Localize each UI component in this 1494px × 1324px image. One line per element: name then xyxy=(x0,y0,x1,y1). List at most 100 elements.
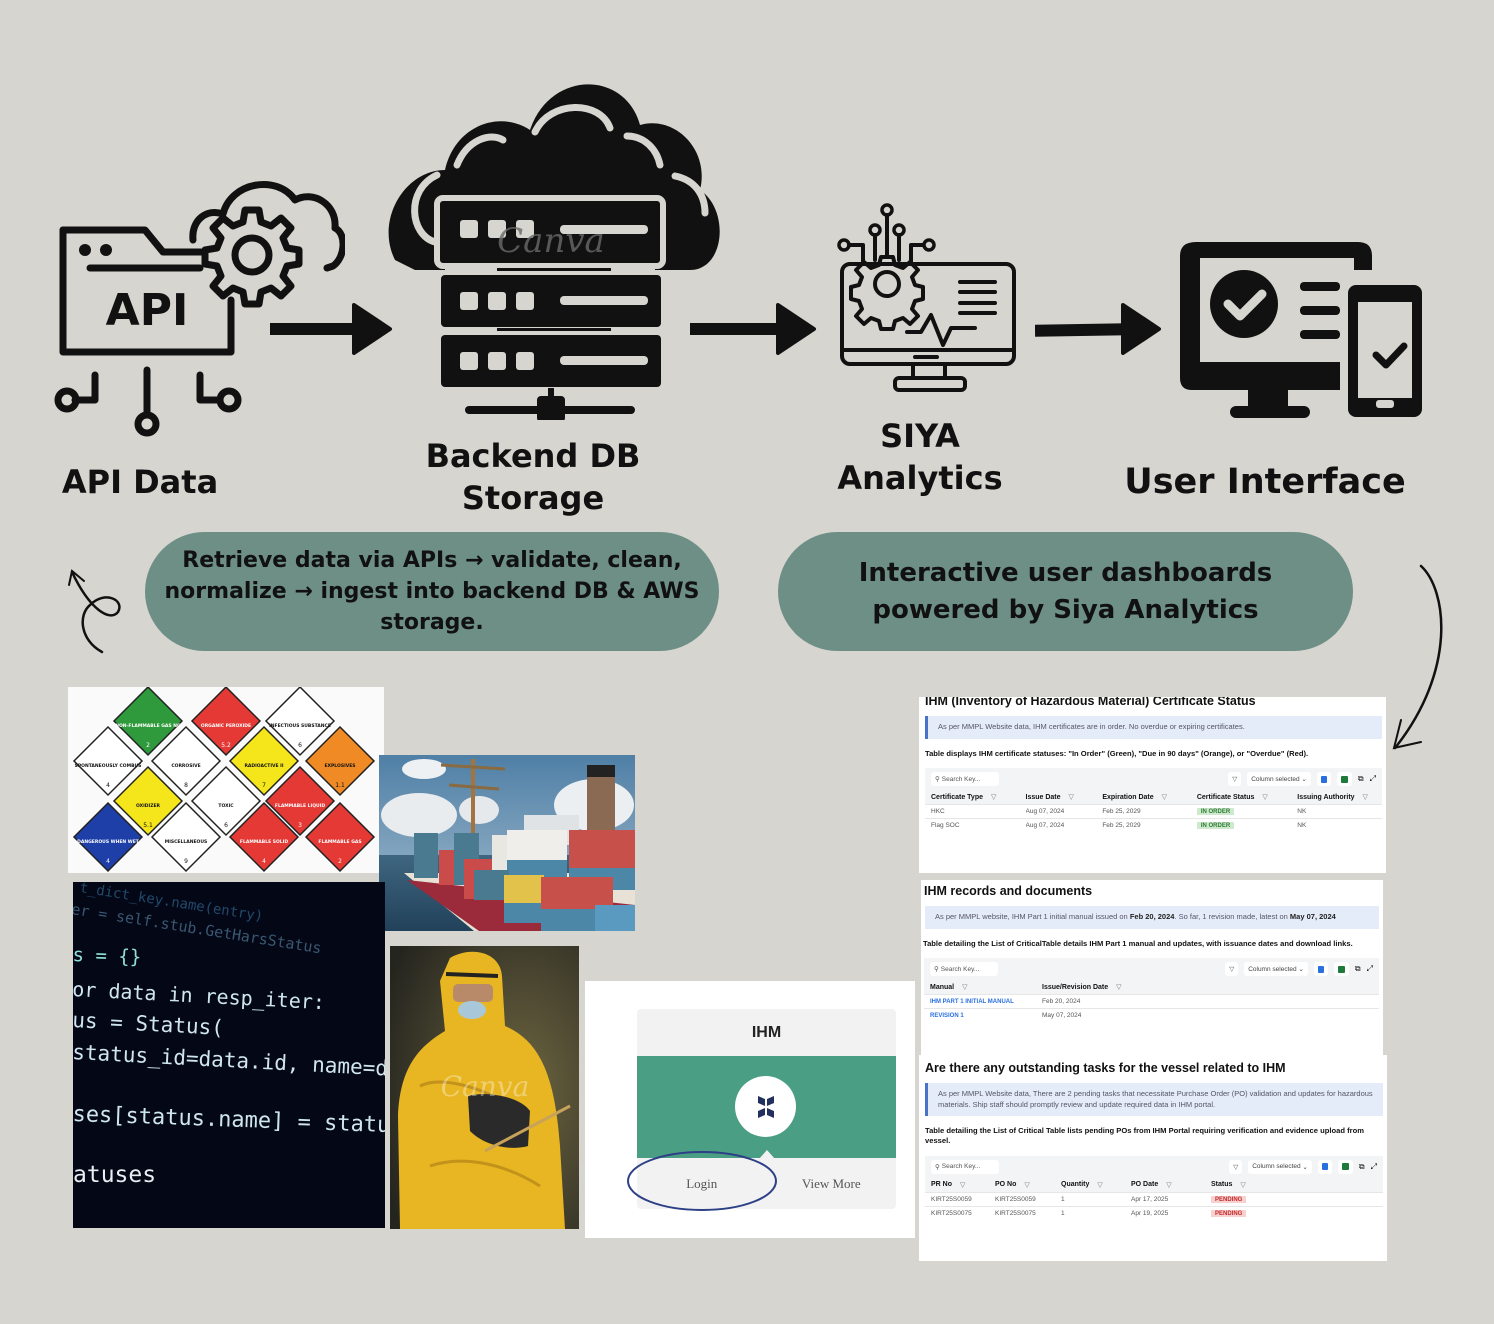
ihm-app-card[interactable]: IHM Login View More xyxy=(637,1009,896,1209)
curly-arrow-icon xyxy=(68,569,121,654)
column-filter-icon[interactable]: ▽ xyxy=(1240,1181,1246,1189)
column-header[interactable]: Status▽ xyxy=(1211,1181,1271,1189)
column-filter-icon[interactable]: ▽ xyxy=(1097,1181,1103,1189)
ihm-logo xyxy=(735,1076,796,1137)
column-header[interactable]: PR No▽ xyxy=(931,1181,995,1189)
column-header[interactable]: Quantity▽ xyxy=(1061,1181,1131,1189)
column-header[interactable]: Issue/Revision Date▽ xyxy=(1042,983,1162,992)
table-cell: IN ORDER xyxy=(1196,822,1297,830)
table-cell: KIRT25S0075 xyxy=(931,1210,995,1217)
code-line: ses[status.name] = status xyxy=(73,1102,385,1139)
placard-class: 6 xyxy=(298,742,302,749)
search-input[interactable]: ⚲Search Key... xyxy=(931,1159,999,1174)
column-filter-icon[interactable]: ▽ xyxy=(991,794,997,802)
column-header[interactable]: Issuing Authority▽ xyxy=(1297,793,1376,802)
records-documents-dashboard: IHM records and documents As per MMPL we… xyxy=(921,880,1383,1056)
export-excel-button[interactable] xyxy=(1333,962,1349,977)
column-header[interactable]: PO No▽ xyxy=(995,1181,1061,1189)
filter-clear-button[interactable]: ▽ xyxy=(1225,962,1239,977)
info-note: As per MMPL Website data, There are 2 pe… xyxy=(925,1083,1383,1116)
column-selector[interactable]: Column selected ⌄ xyxy=(1244,962,1308,977)
document-icon xyxy=(1317,965,1324,973)
expand-icon[interactable]: ⤢ xyxy=(1369,774,1376,784)
filter-clear-button[interactable]: ▽ xyxy=(1229,1159,1243,1174)
stage-label-ui: User Interface xyxy=(1115,460,1415,506)
table-cell: Apr 19, 2025 xyxy=(1131,1210,1211,1217)
code-line: s = {} xyxy=(73,944,142,969)
open-external-icon[interactable]: ⧉ xyxy=(1357,774,1364,784)
open-external-icon[interactable]: ⧉ xyxy=(1358,1161,1365,1171)
placard-label: SPONTANEOUSLY COMBUS xyxy=(75,763,142,769)
column-filter-icon[interactable]: ▽ xyxy=(1362,794,1368,802)
column-filter-icon[interactable]: ▽ xyxy=(960,1181,966,1189)
view-more-button[interactable]: View More xyxy=(801,1175,861,1191)
column-filter-icon[interactable]: ▽ xyxy=(1166,1181,1172,1189)
table-header: Certificate Type▽Issue Date▽Expiration D… xyxy=(925,790,1382,804)
stage-label-line: SIYA xyxy=(880,417,960,455)
ihm-login-screenshot: IHM Login View More xyxy=(585,981,915,1238)
placard-label: NON-FLAMMABLE GAS NO xyxy=(115,723,181,729)
cell-value: KIRT25S0059 xyxy=(995,1195,1036,1203)
export-doc-button[interactable] xyxy=(1316,772,1331,787)
status-badge: PENDING xyxy=(1211,1195,1247,1203)
status-badge: IN ORDER xyxy=(1196,808,1235,816)
cell-value: May 07, 2024 xyxy=(1042,1012,1082,1020)
column-filter-icon[interactable]: ▽ xyxy=(962,984,968,992)
table-cell: IN ORDER xyxy=(1196,808,1297,816)
cell-value: Feb 25, 2029 xyxy=(1102,822,1141,830)
cell-value: NK xyxy=(1297,822,1307,830)
login-button[interactable]: Login xyxy=(686,1175,718,1191)
desktop-mobile-check-icon xyxy=(1180,242,1422,418)
column-filter-icon[interactable]: ▽ xyxy=(1068,794,1074,802)
search-input[interactable]: ⚲Search Key... xyxy=(931,772,999,787)
column-header-label: Certificate Status xyxy=(1196,793,1255,801)
expand-icon[interactable]: ⤢ xyxy=(1366,964,1373,974)
search-input[interactable]: ⚲Search Key... xyxy=(930,962,998,977)
column-header[interactable]: Certificate Status ▽ xyxy=(1196,793,1297,802)
column-filter-icon[interactable]: ▽ xyxy=(1024,1181,1030,1189)
outstanding-tasks-dashboard: Are there any outstanding tasks for the … xyxy=(919,1055,1387,1261)
pending-po-table: ⚲Search Key... ▽ Column selected ⌄ ⧉ ⤢ P… xyxy=(925,1155,1383,1220)
column-selector[interactable]: Column selected ⌄ xyxy=(1248,1159,1312,1174)
column-filter-icon[interactable]: ▽ xyxy=(1116,984,1122,992)
stage-label-line: Analytics xyxy=(837,458,1003,497)
table-cell: IHM PART 1 INITIAL MANUAL xyxy=(930,998,1042,1005)
filter-clear-button[interactable]: ▽ xyxy=(1228,772,1242,787)
table-cell: KIRT25S0059 xyxy=(931,1196,995,1203)
table-row[interactable]: REVISION 1 May 07, 2024 xyxy=(924,1008,1379,1023)
column-header[interactable]: Expiration Date▽ xyxy=(1102,793,1197,802)
cell-value: Aug 07, 2024 xyxy=(1025,808,1065,816)
export-excel-button[interactable] xyxy=(1337,1159,1353,1174)
column-header-label: PO Date xyxy=(1131,1181,1159,1189)
export-doc-button[interactable] xyxy=(1313,962,1328,977)
column-selector[interactable]: Column selected ⌄ xyxy=(1247,772,1311,787)
manual-download-link[interactable]: IHM PART 1 INITIAL MANUAL xyxy=(930,999,1014,1006)
table-cell: May 07, 2024 xyxy=(1042,1012,1162,1019)
column-header-label: Certificate Type xyxy=(931,793,983,801)
column-header[interactable]: Certificate Type ▽ xyxy=(931,793,1026,802)
export-excel-button[interactable] xyxy=(1336,772,1352,787)
open-external-icon[interactable]: ⧉ xyxy=(1354,964,1361,974)
cloud-server-icon: Canva xyxy=(388,84,720,420)
column-filter-icon[interactable]: ▽ xyxy=(1161,794,1168,802)
cell-value: KIRT25S0075 xyxy=(931,1209,972,1217)
column-header[interactable]: Issue Date▽ xyxy=(1026,793,1103,802)
note-text: As per MMPL website, IHM Part 1 initial … xyxy=(935,912,1130,921)
export-doc-button[interactable] xyxy=(1317,1159,1332,1174)
column-header[interactable]: PO Date ▽ xyxy=(1131,1181,1211,1189)
column-filter-icon[interactable]: ▽ xyxy=(1262,794,1268,802)
table-cell: Aug 07, 2024 xyxy=(1026,822,1103,829)
manual-download-link[interactable]: REVISION 1 xyxy=(930,1013,964,1020)
search-icon: ⚲ xyxy=(935,1163,940,1171)
expand-icon[interactable]: ⤢ xyxy=(1370,1161,1377,1171)
column-header[interactable]: Manual▽ xyxy=(930,983,1042,992)
